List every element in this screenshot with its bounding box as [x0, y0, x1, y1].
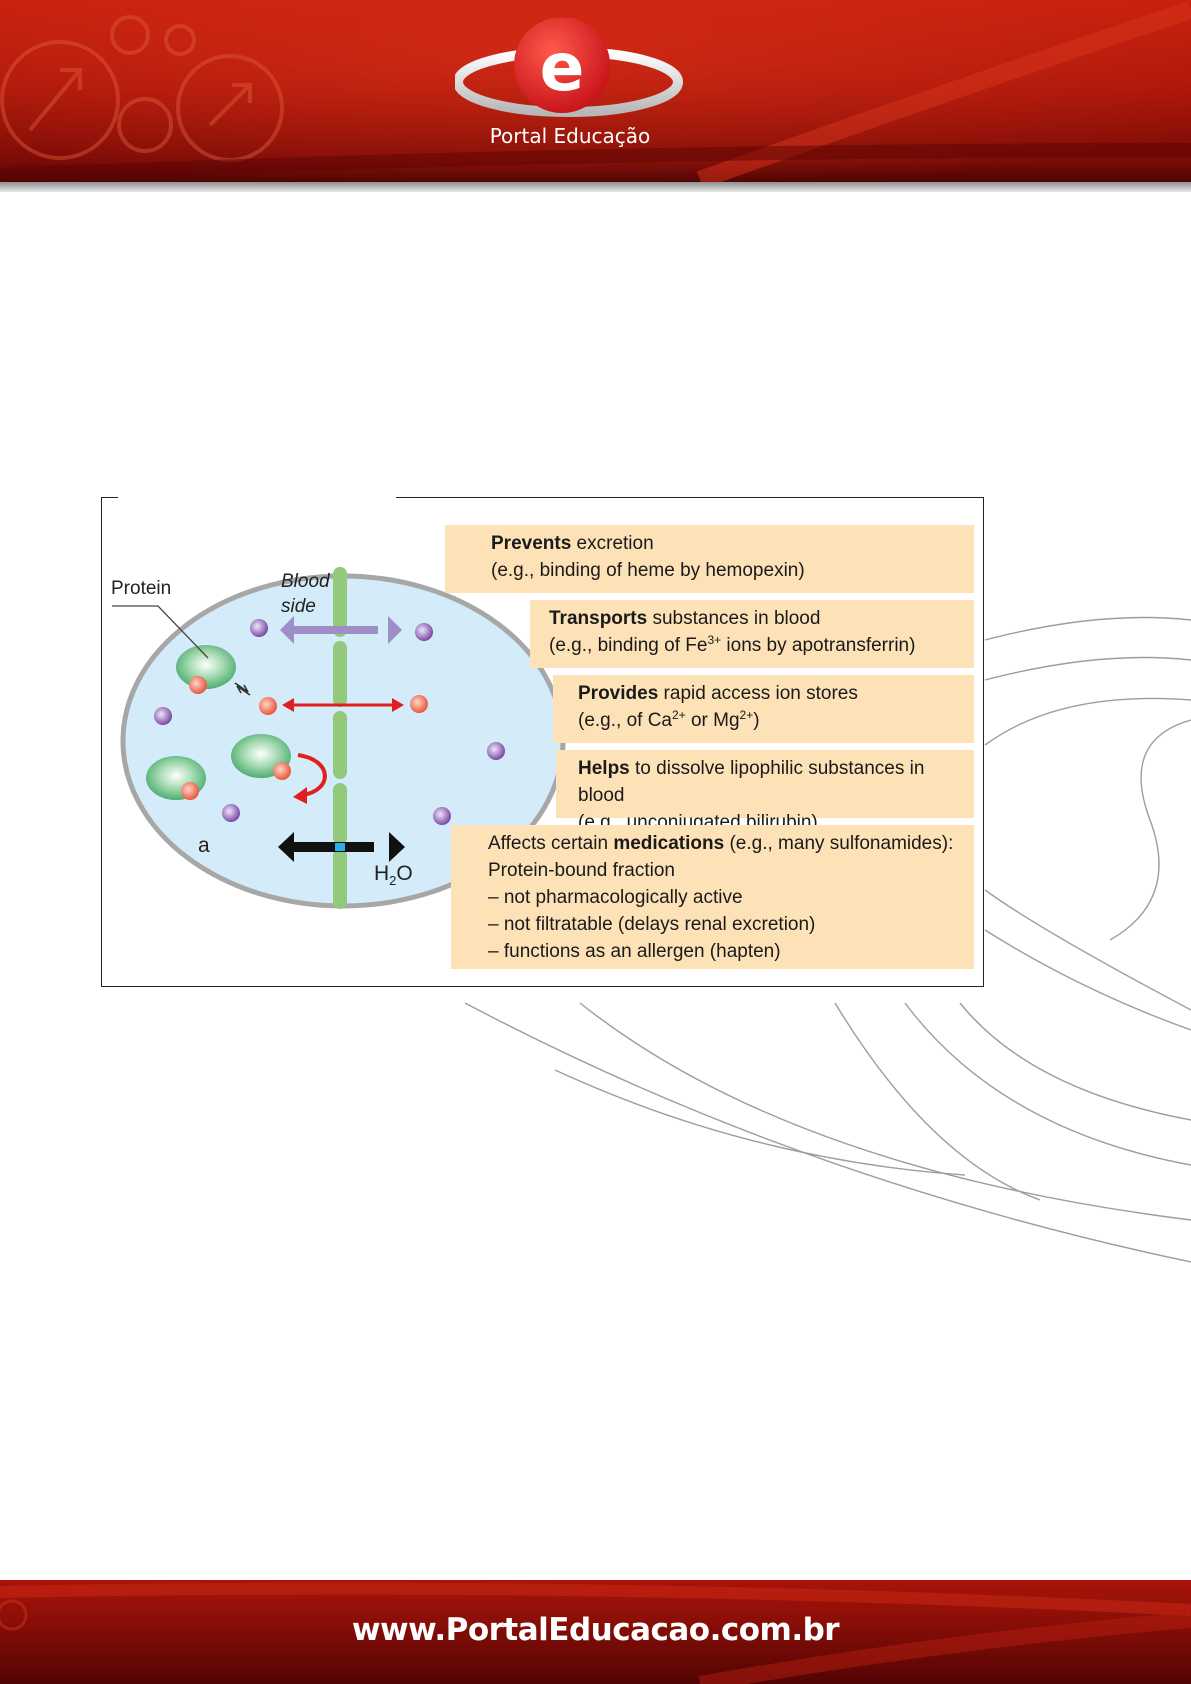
protein-1 [176, 645, 236, 689]
small-molecule [433, 807, 451, 825]
function-example: (e.g., binding of Fe3+ ions by apotransf… [549, 633, 916, 656]
small-molecule [415, 623, 433, 641]
function-panel-provides: Provides rapid access ion stores (e.g., … [553, 675, 974, 743]
blood-side-label-1: Blood [281, 571, 330, 592]
function-panel-transports: Transports substances in blood (e.g., bi… [530, 600, 974, 668]
function-title: medications [613, 833, 725, 854]
protein-leader-line [112, 605, 209, 659]
logo-text: Portal Educação [489, 124, 651, 148]
footer-website-link[interactable]: www.PortalEducacao.com.br [351, 1612, 840, 1648]
medication-line: – not filtratable (delays renal excretio… [488, 914, 816, 935]
equilibrium-symbol [234, 682, 251, 696]
small-molecule [222, 804, 240, 822]
function-panel-prevents: Prevents excretion (e.g., binding of hem… [445, 525, 974, 593]
function-title: Helps [578, 758, 630, 779]
page-footer [0, 1580, 1191, 1684]
black-double-arrow [278, 832, 405, 862]
small-molecule [487, 742, 505, 760]
water-channel-overlay [335, 843, 345, 851]
function-panel-helps: Helps to dissolve lipophilic substances … [556, 750, 974, 833]
function-example: (e.g., of Ca2+ or Mg2+) [578, 708, 760, 731]
function-text: substances in blood [647, 608, 821, 629]
function-title: Prevents [491, 533, 572, 554]
function-text: (e.g., many sulfonamides): [724, 833, 954, 854]
bound-ligand [273, 762, 291, 780]
free-ligand [410, 695, 428, 713]
function-title: Transports [549, 608, 648, 629]
function-text: excretion [571, 533, 654, 554]
label-a: a [198, 834, 210, 857]
red-curved-arrow [293, 753, 327, 804]
function-text: to dissolve lipophilic substances in blo… [578, 758, 925, 806]
footer-decoration [0, 1582, 1191, 1684]
page-header: e Portal Educação [0, 0, 1191, 190]
function-title: Provides [578, 683, 659, 704]
bound-ligand [181, 782, 199, 800]
medication-line: Protein-bound fraction [488, 860, 675, 881]
membrane [333, 567, 347, 909]
function-text: rapid access ion stores [658, 683, 858, 704]
portal-educacao-logo: e [455, 18, 683, 117]
function-example: (e.g., binding of heme by hemopexin) [491, 560, 805, 581]
bound-ligand [189, 676, 207, 694]
purple-double-arrow [280, 616, 402, 644]
free-ligand [259, 697, 277, 715]
medication-line: – not pharmacologically active [488, 887, 743, 908]
function-panel-medications: Affects certain medications (e.g., many … [451, 825, 974, 969]
blood-side-label-2: side [281, 596, 316, 617]
plasma-protein-diagram [112, 567, 566, 909]
small-molecule [154, 707, 172, 725]
red-double-arrow [282, 698, 404, 712]
small-molecule [250, 619, 268, 637]
header-divider [0, 182, 1191, 192]
water-label: H2O [374, 862, 413, 889]
logo-letter: e [540, 29, 585, 106]
protein-label: Protein [111, 578, 172, 599]
frame-gap [118, 493, 396, 501]
medication-line: – functions as an allergen (hapten) [488, 941, 781, 962]
function-text: Affects certain [488, 833, 614, 854]
